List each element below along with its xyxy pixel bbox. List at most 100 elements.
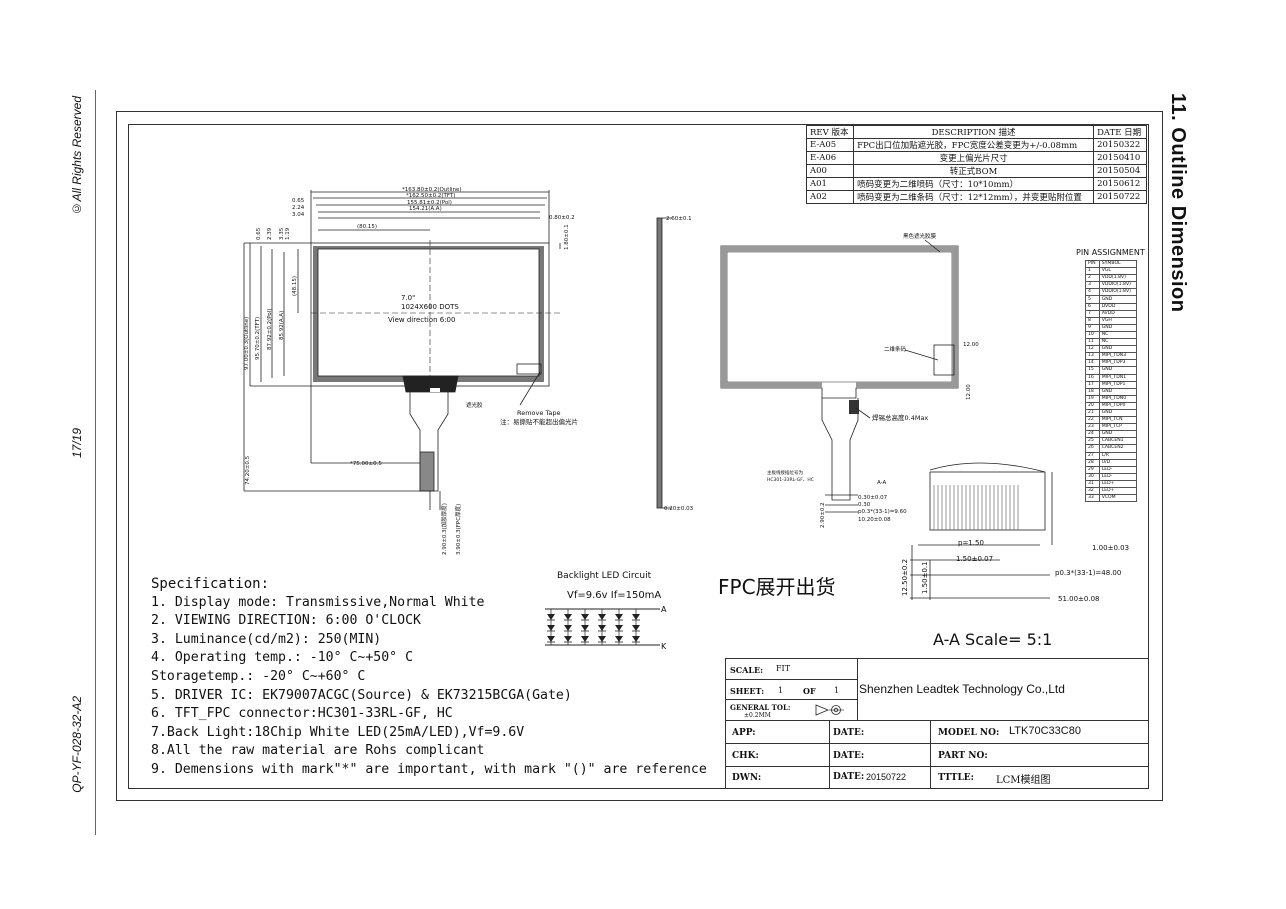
led-diode [598, 614, 606, 620]
pin-number: 5 [1085, 295, 1100, 304]
scale-row: SCALE: FIT [726, 659, 857, 680]
led-diode [547, 625, 555, 631]
dim-030: 0.30 [858, 502, 871, 508]
pin-number: 30 [1085, 472, 1100, 481]
sheet-label: SHEET: [730, 686, 765, 696]
pin-symbol: CABCEN2 [1098, 444, 1138, 453]
section-aa-label: A-A [877, 480, 887, 486]
projection-symbol [815, 704, 844, 716]
spec-item: 7.Back Light:18Chip White LED(25mA/LED),… [151, 724, 525, 740]
pin-symbol: MIPI_TCN [1098, 416, 1138, 425]
tolerance-label: GENERAL TOL: [730, 703, 791, 712]
dim-304: 3.04 [292, 212, 305, 218]
pin-symbol: MIPI_TCP [1098, 423, 1138, 432]
rev-desc: 喷码变更为二维条码（尺寸：12*12mm），并变更贴附位置 [853, 190, 1095, 204]
led-diode [598, 636, 606, 642]
panel-size: 7.0" [401, 294, 415, 302]
dim-065-top: 0.65 [292, 198, 305, 204]
pin-symbol: GND [1098, 408, 1138, 418]
pin-number: 32 [1085, 486, 1100, 496]
spec-item: 2. VIEWING DIRECTION: 6:00 O'CLOCK [151, 613, 421, 629]
scale-value: FIT [776, 664, 791, 673]
panel-dots: 1024X600 DOTS [401, 303, 459, 311]
pin-number: 1 [1085, 267, 1100, 276]
active-area [317, 248, 540, 377]
pin-number: 17 [1085, 380, 1100, 389]
pin-number: 18 [1085, 387, 1100, 396]
pin-symbol: VDDIO(1.8V) [1098, 288, 1138, 297]
pin-symbol: GND [1098, 430, 1138, 439]
dwn-date-label: DATE: [833, 772, 865, 782]
connector-note-2: HC301-33RL-GF、HC [767, 477, 814, 483]
pin-number: 14 [1085, 359, 1100, 368]
dim-tft-width: *162.50±0.2(TFT) [406, 193, 455, 199]
remove-tape [516, 363, 542, 375]
dim-5100: 51.00±0.08 [1058, 595, 1100, 603]
pin-symbol: VGH [1098, 316, 1138, 325]
fpc-note: FPC展开出货 [718, 575, 836, 599]
spec-item: 4. Operating temp.: -10° C~+50° C [151, 650, 414, 666]
left-margin-rule [95, 90, 96, 835]
dim-080: 0.80±0.2 [549, 215, 575, 221]
pin-number: 7 [1085, 309, 1100, 318]
dim-390: 3.90±0.3(FPC厚度) [454, 504, 462, 555]
led-diode [547, 636, 555, 642]
tape-label: 遮光胶 [466, 401, 483, 409]
scale-note: A-A Scale= 5:1 [933, 630, 1052, 649]
pin-symbol: GND [1098, 387, 1138, 396]
pin-symbol: VCOM [1098, 494, 1138, 503]
pin-symbol: LED- [1098, 465, 1138, 474]
outer-frame [116, 111, 1163, 801]
pin-symbol: CABCEN1 [1098, 437, 1138, 446]
rev-date: 20150722 [1093, 190, 1147, 204]
pin-symbol: L/R [1098, 451, 1138, 460]
pin-number: 23 [1085, 423, 1100, 432]
dim-1020: 10.20±0.08 [858, 517, 891, 523]
sheet-number: 1 [778, 686, 784, 695]
title-block: SCALE: FIT SHEET: 1 OF 1 GENERAL TOL: ±0… [725, 658, 1149, 789]
dim-100: 1.00±0.03 [1092, 544, 1129, 552]
dim-pitch-150: p=1.50 [958, 539, 984, 547]
pin-number: 20 [1085, 401, 1100, 410]
led-diode [632, 614, 640, 620]
led-diode [564, 625, 572, 631]
dim-150: 1.50±0.07 [956, 555, 993, 563]
title-label: TTTLE: [938, 773, 974, 783]
led-diode [615, 636, 623, 642]
connector-note: 主板线接插位号为 [767, 469, 803, 476]
backlight-circuit: Backlight LED Circuit Vf=9.6v If=150mA A… [545, 571, 667, 651]
led-diode [581, 625, 589, 631]
pin-number: 15 [1085, 366, 1100, 375]
tolerance-row: GENERAL TOL: ±0.2MM [726, 700, 857, 720]
side-view [656, 217, 663, 509]
driver-ic-block [402, 375, 459, 393]
scale-label: SCALE: [730, 665, 764, 675]
dim-outline-width: *163.80±0.2(Outline) [402, 187, 462, 193]
rev-code: A02 [805, 190, 855, 204]
barcode-label: 二维条码 [884, 345, 907, 353]
led-diode [581, 614, 589, 620]
pin-symbol: DVDD [1098, 302, 1138, 311]
pin-number: 21 [1085, 408, 1100, 418]
dim-h-pol: 87.92±0.2(Pol) [267, 309, 273, 350]
pin-number: 24 [1085, 430, 1100, 439]
dim-aa-width: 154.21(A.A) [409, 206, 442, 212]
